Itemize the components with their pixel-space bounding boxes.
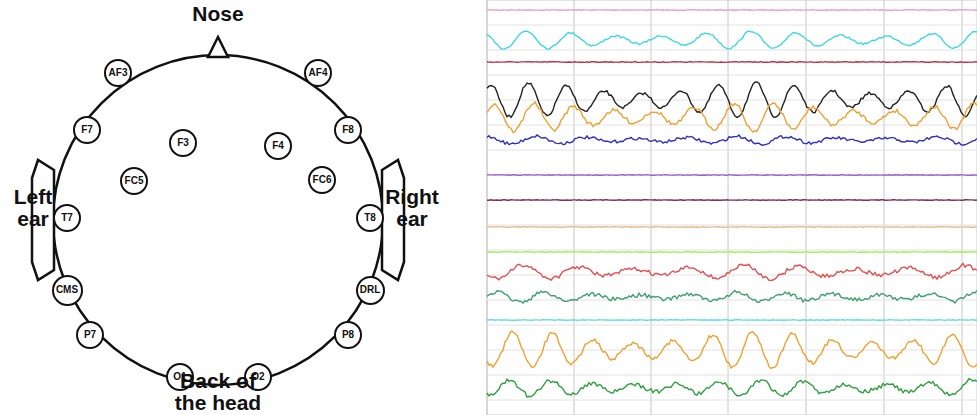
- electrode-circle: AF4: [304, 59, 332, 87]
- electrode-circle: DRL: [356, 276, 385, 305]
- electrode-circle: T8: [356, 204, 384, 232]
- electrode-circle: P8: [334, 321, 362, 349]
- eeg-trace: [487, 264, 977, 281]
- electrode-label: T7: [61, 213, 73, 223]
- chart-frame: [487, 0, 977, 415]
- grid-line: [487, 125, 977, 126]
- electrode-label: FC6: [313, 175, 332, 185]
- electrode-circle: FC5: [120, 167, 148, 195]
- electrode-label: CMS: [56, 285, 78, 295]
- caption-label: Back of the head: [163, 370, 273, 414]
- eeg-trace: [487, 331, 977, 368]
- electrode-circle: F3: [169, 129, 197, 157]
- eeg-trace: [487, 319, 977, 321]
- nose-label: Nose: [178, 3, 258, 25]
- eeg-trace: [487, 9, 977, 11]
- ear-label: Right ear: [379, 186, 445, 230]
- eeg-trace: [487, 31, 977, 49]
- eeg-trace: [487, 82, 977, 118]
- electrode-circle: AF3: [104, 59, 132, 87]
- grid-line: [487, 300, 977, 301]
- ear-label: Left ear: [2, 186, 64, 230]
- eeg-trace: [487, 174, 977, 176]
- electrode-label: P7: [84, 330, 96, 340]
- grid-line: [487, 175, 977, 176]
- grid-line: [487, 225, 977, 226]
- eeg-trace: [487, 199, 977, 201]
- eeg-trace: [487, 291, 977, 304]
- eeg-trace: [487, 251, 977, 253]
- electrode-label: T8: [364, 213, 376, 223]
- electrode-label: P8: [342, 330, 354, 340]
- nose-symbol: [208, 37, 228, 57]
- electrode-label: F8: [342, 125, 354, 135]
- grid-line: [487, 50, 977, 51]
- head-outline: [53, 55, 383, 385]
- electrode-label: F7: [81, 125, 93, 135]
- eeg-trace: [487, 102, 977, 132]
- grid-line: [487, 150, 977, 151]
- grid-line: [487, 25, 977, 26]
- electrode-circle: T7: [53, 204, 81, 232]
- electrode-label: AF4: [309, 68, 328, 78]
- grid-line: [487, 375, 977, 376]
- eeg-trace: [487, 61, 977, 63]
- electrode-circle: F7: [73, 116, 101, 144]
- electrode-circle: F8: [334, 116, 362, 144]
- grid-line: [487, 325, 977, 326]
- eeg-trace: [487, 226, 977, 228]
- eeg-trace: [487, 135, 977, 145]
- eeg-trace: [487, 379, 977, 397]
- grid-line: [487, 400, 977, 401]
- electrode-circle: F4: [264, 132, 292, 160]
- electrode-circle: FC6: [308, 166, 336, 194]
- grid-line: [487, 100, 977, 101]
- grid-line: [487, 250, 977, 251]
- grid-line: [487, 75, 977, 76]
- electrode-label: AF3: [109, 68, 128, 78]
- electrode-label: F3: [177, 138, 189, 148]
- electrode-label: FC5: [125, 176, 144, 186]
- electrode-label: DRL: [360, 285, 381, 295]
- electrode-label: F4: [272, 141, 284, 151]
- electrode-circle: P7: [76, 321, 104, 349]
- electrode-circle: CMS: [52, 275, 83, 306]
- grid-line: [487, 200, 977, 201]
